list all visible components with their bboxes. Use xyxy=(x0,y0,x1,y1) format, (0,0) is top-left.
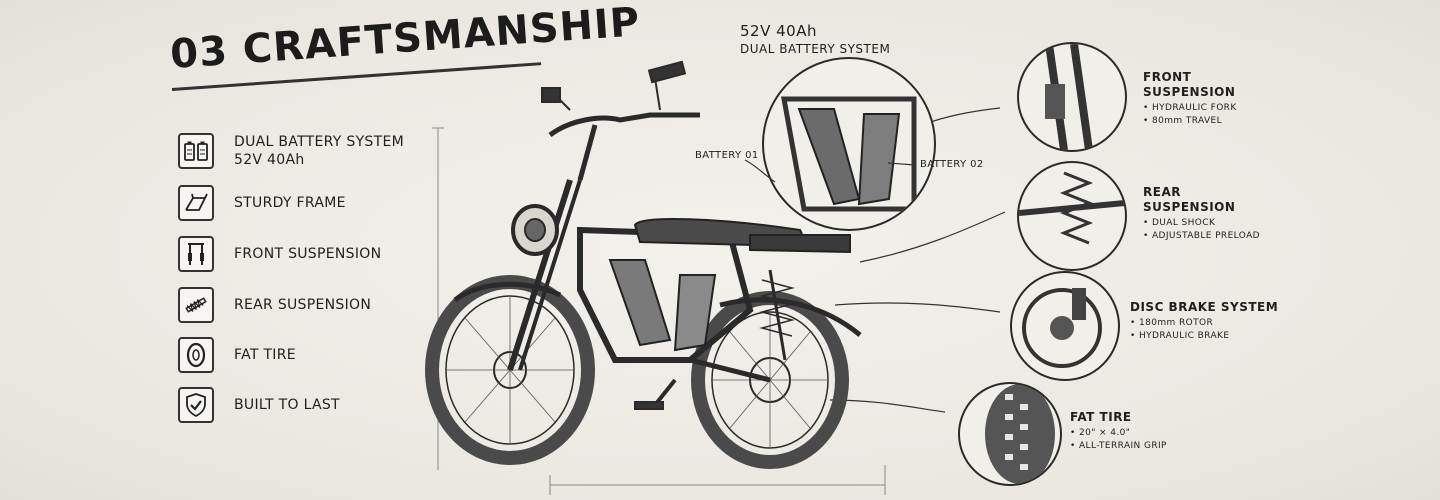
callout-bullet: • HYDRAULIC FORK xyxy=(1143,103,1237,113)
shield-check-icon xyxy=(178,387,214,423)
feature-built-to-last: BUILT TO LAST xyxy=(178,385,340,425)
callout-title: DISC BRAKE SYSTEM xyxy=(1130,300,1279,314)
battery-detail-circle xyxy=(762,57,936,231)
callout-title: FRONT xyxy=(1143,70,1192,84)
callout-bullet: • DUAL SHOCK xyxy=(1143,218,1216,228)
battery-spec: 52V 40Ah xyxy=(740,22,817,40)
callout-title: SUSPENSION xyxy=(1143,85,1236,99)
front-suspension-callout: FRONT SUSPENSION • HYDRAULIC FORK • 80mm… xyxy=(1143,70,1237,126)
disc-brake-callout: DISC BRAKE SYSTEM • 180mm ROTOR • HYDRAU… xyxy=(1130,300,1278,341)
disc-brake-circle xyxy=(1010,271,1120,381)
battery-system-label: DUAL BATTERY SYSTEM xyxy=(740,42,891,56)
rear-suspension-callout: REAR SUSPENSION • DUAL SHOCK • ADJUSTABL… xyxy=(1143,185,1260,241)
ebike-illustration xyxy=(425,60,862,469)
front-suspension-circle xyxy=(1017,42,1127,152)
tire-icon xyxy=(178,337,214,373)
fork-icon xyxy=(178,236,214,272)
feature-label: REAR SUSPENSION xyxy=(234,297,372,313)
callout-bullet: • HYDRAULIC BRAKE xyxy=(1130,331,1230,341)
fat-tire-circle xyxy=(958,382,1062,486)
battery-icon xyxy=(178,133,214,169)
fat-tire-callout: FAT TIRE • 20" × 4.0" • ALL-TERRAIN GRIP xyxy=(1070,410,1167,451)
callout-bullet: • 20" × 4.0" xyxy=(1070,428,1131,438)
feature-fat-tire: FAT TIRE xyxy=(178,335,296,375)
callout-title: REAR xyxy=(1143,185,1181,199)
feature-sturdy-frame: STURDY FRAME xyxy=(178,183,346,223)
feature-rear-suspension: REAR SUSPENSION xyxy=(178,285,371,325)
frame-icon xyxy=(178,185,214,221)
feature-front-suspension: FRONT SUSPENSION xyxy=(178,234,381,274)
callout-bullet: • ALL-TERRAIN GRIP xyxy=(1070,441,1167,451)
callout-bullet: • ADJUSTABLE PRELOAD xyxy=(1143,231,1260,241)
callout-title: FAT TIRE xyxy=(1070,410,1132,424)
feature-dual-battery: DUAL BATTERY SYSTEM 52V 40Ah xyxy=(178,131,404,171)
feature-label: BUILT TO LAST xyxy=(234,397,340,413)
feature-label: FRONT SUSPENSION xyxy=(234,246,382,262)
feature-sublabel: 52V 40Ah xyxy=(234,152,305,168)
rear-suspension-circle xyxy=(1017,161,1127,271)
battery-callout-heading: 52V 40Ah DUAL BATTERY SYSTEM xyxy=(740,22,890,56)
battery-01-label: BATTERY 01 xyxy=(695,150,759,161)
battery-02-label: BATTERY 02 xyxy=(920,159,984,170)
feature-label: STURDY FRAME xyxy=(234,195,346,211)
shock-icon xyxy=(178,287,214,323)
feature-label: DUAL BATTERY SYSTEM xyxy=(234,134,404,150)
callout-bullet: • 80mm TRAVEL xyxy=(1143,116,1223,126)
feature-label: FAT TIRE xyxy=(234,347,296,363)
callout-title: SUSPENSION xyxy=(1143,200,1236,214)
callout-bullet: • 180mm ROTOR xyxy=(1130,318,1214,328)
